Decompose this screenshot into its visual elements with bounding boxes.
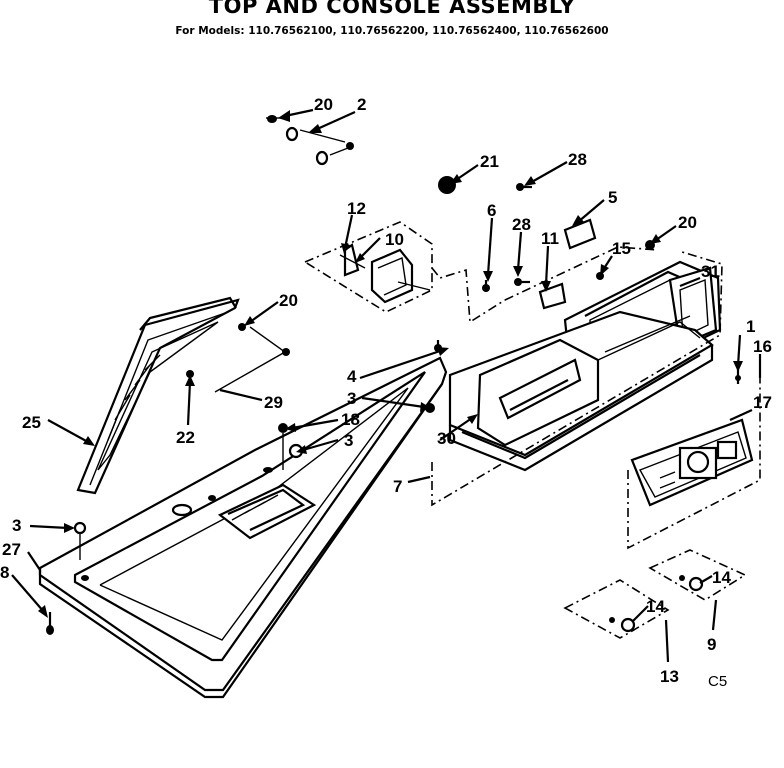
callout-2: 2 (357, 95, 366, 114)
callout-17: 17 (753, 393, 772, 412)
callout-22: 22 (176, 428, 195, 447)
callout-13: 13 (660, 667, 679, 686)
callout-31: 31 (701, 262, 720, 281)
model-list: For Models: 110.76562100, 110.76562200, … (175, 25, 609, 37)
callout-6: 6 (487, 201, 496, 220)
callout-20: 20 (314, 95, 333, 114)
callout-9: 9 (707, 635, 716, 654)
callout-20-mid: 20 (279, 291, 298, 310)
page-title: TOP AND CONSOLE ASSEMBLY (208, 0, 576, 18)
callout-11: 11 (541, 229, 559, 248)
callout-15: 15 (612, 239, 631, 258)
callout-4: 4 (347, 367, 357, 386)
callout-5: 5 (608, 188, 617, 207)
callout-16: 16 (753, 337, 772, 356)
top-panel (38, 356, 448, 699)
callout-14-upper: 14 (712, 568, 731, 587)
callout-8: 8 (0, 563, 9, 582)
timer-bracket (339, 243, 431, 304)
callout-1: 1 (746, 317, 755, 336)
callout-7: 7 (393, 477, 402, 496)
leader-lines (11, 108, 762, 663)
callout-28-lower: 28 (512, 215, 531, 234)
callout-14-lower: 14 (646, 597, 665, 616)
callout-21: 21 (480, 152, 499, 171)
hardware (46, 115, 741, 635)
callout-12: 12 (347, 199, 366, 218)
lid-panel (76, 296, 240, 495)
callout-30: 30 (437, 429, 456, 448)
console-front-panel (448, 310, 714, 472)
callout-3-mid: 3 (347, 389, 356, 408)
callout-10: 10 (385, 230, 404, 249)
callout-3-left: 3 (12, 516, 21, 535)
callout-28: 28 (568, 150, 587, 169)
callout-18: 18 (341, 410, 360, 429)
callout-25: 25 (22, 413, 41, 432)
callout-29: 29 (264, 393, 283, 412)
callout-27: 27 (2, 540, 21, 559)
callout-labels: 20 2 21 28 5 6 28 11 20 15 31 12 10 20 2… (0, 95, 772, 690)
footer-code: C5 (708, 673, 727, 690)
callout-3-lower: 3 (344, 431, 353, 450)
callout-20-right: 20 (678, 213, 697, 232)
control-panel (630, 418, 754, 507)
